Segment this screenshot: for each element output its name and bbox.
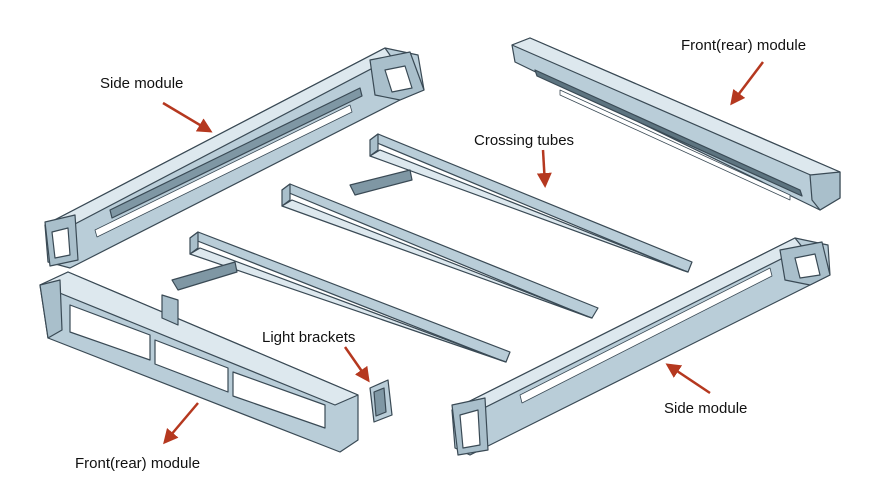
side-module-bottom-part — [451, 237, 831, 456]
label-side-module-top: Side module — [100, 75, 184, 92]
label-side-module-bottom: Side module — [664, 400, 748, 417]
label-light-brackets: Light brackets — [262, 329, 356, 346]
arrow-front-rear-module-top — [730, 61, 764, 106]
arrow-light-brackets — [343, 346, 370, 383]
arrow-crossing-tubes — [536, 149, 552, 188]
light-bracket-part — [369, 379, 393, 423]
arrow-side-module-bottom — [665, 363, 711, 395]
callout-arrows — [162, 61, 764, 445]
label-front-rear-module-bottom: Front(rear) module — [75, 455, 201, 472]
label-front-rear-module-top: Front(rear) module — [681, 37, 807, 54]
crossing-tube-2 — [281, 183, 599, 319]
crossing-tube-3 — [171, 231, 511, 363]
crossing-tube-1 — [349, 133, 693, 273]
front-rear-module-top-part — [511, 37, 841, 211]
arrow-side-module-top — [162, 101, 213, 133]
side-module-top-part — [44, 47, 425, 269]
label-crossing-tubes: Crossing tubes — [474, 132, 575, 149]
arrow-front-rear-module-bottom — [163, 402, 199, 445]
front-rear-module-bottom-part — [39, 271, 359, 453]
